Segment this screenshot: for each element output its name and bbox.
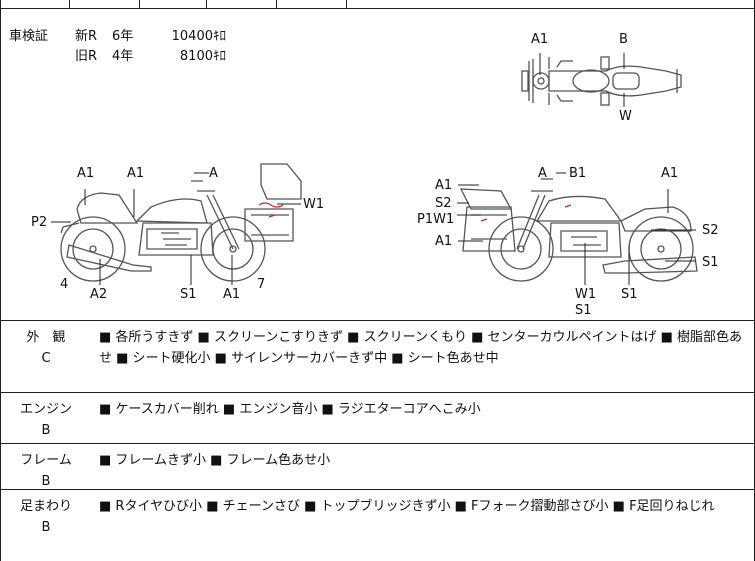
label-top-b: B	[619, 32, 628, 47]
label-left-a2: A2	[90, 287, 107, 302]
label-right-a-top: A	[538, 166, 547, 181]
leader-lines	[51, 53, 696, 285]
shaken-km: 10400ｷﾛ	[171, 29, 226, 44]
column-divider	[346, 0, 347, 8]
condition-grade: B	[41, 423, 51, 438]
top-table-edge	[1, 0, 754, 9]
column-divider	[139, 0, 140, 8]
condition-notes: ■ ケースカバー削れ ■ エンジン音小 ■ ラジエターコアへこみ小	[99, 402, 481, 417]
condition-grade: B	[41, 520, 51, 535]
condition-grade: B	[41, 474, 51, 489]
label-left-7: 7	[257, 277, 265, 292]
shaken-type: 新R	[75, 29, 98, 44]
label-right-a1-right: A1	[661, 166, 678, 181]
label-right-w1: W1	[575, 287, 596, 302]
shaken-type: 旧R	[75, 49, 98, 64]
label-right-p1w1: P1W1	[417, 212, 454, 227]
label-top-a1: A1	[531, 32, 548, 47]
condition-row-engine: エンジン B ■ ケースカバー削れ ■ エンジン音小 ■ ラジエターコアへこみ小	[1, 393, 754, 444]
condition-name: 足まわり	[19, 499, 72, 514]
column-divider	[276, 0, 277, 8]
motorcycle-top-view	[521, 56, 682, 106]
condition-row-suspension: 足まわり B ■ Rタイヤひび小 ■ チェーンさび ■ トップブリッジきず小 ■…	[1, 490, 754, 561]
condition-name: エンジン	[19, 402, 72, 417]
condition-category: フレーム B	[15, 450, 77, 492]
label-right-a1-upper: A1	[435, 178, 452, 193]
label-right-a1-lower: A1	[435, 234, 452, 249]
shaken-years: 6年	[112, 29, 134, 44]
label-left-p2: P2	[31, 215, 47, 230]
condition-name: フレーム	[20, 453, 72, 468]
condition-row-frame: フレーム B ■ フレームきず小 ■ フレーム色あせ小	[1, 444, 754, 490]
shaken-km: 8100ｷﾛ	[179, 49, 226, 64]
condition-row-exterior: 外 観 C ■ 各所うすきず ■ スクリーンこすりきず ■ スクリーンくもり ■…	[1, 321, 754, 393]
condition-notes: ■ フレームきず小 ■ フレーム色あせ小	[99, 453, 331, 468]
label-right-s2-right: S2	[702, 223, 719, 238]
label-right-s2-left: S2	[435, 196, 452, 211]
condition-notes: ■ Rタイヤひび小 ■ チェーンさび ■ トップブリッジきず小 ■ Fフォーク摺…	[99, 499, 715, 514]
motorcycle-right-view	[459, 178, 698, 282]
label-left-a: A	[209, 166, 218, 181]
condition-grade: C	[41, 351, 51, 366]
label-right-s1-right: S1	[702, 255, 719, 270]
diagram-labels: A1 B W A1 A1 A W1 P2 4 A2 S1 A1 7 A B1 A…	[31, 32, 719, 318]
motorcycle-left-view	[60, 163, 302, 282]
label-left-a1-left: A1	[77, 166, 94, 181]
shaken-row-new: 新R 6年 10400ｷﾛ	[75, 27, 226, 47]
label-top-w: W	[619, 109, 632, 124]
label-right-b1: B1	[569, 166, 586, 181]
label-left-a1-center: A1	[127, 166, 144, 181]
condition-name: 外 観	[26, 330, 66, 345]
shaken-years: 4年	[112, 49, 134, 64]
damage-diagram-section: 車検証 新R 6年 10400ｷﾛ 旧R 4年 8100ｷﾛ	[1, 9, 754, 321]
label-left-s1: S1	[180, 287, 197, 302]
condition-category: エンジン B	[15, 399, 77, 441]
condition-category: 足まわり B	[15, 496, 77, 538]
label-left-4: 4	[60, 277, 68, 292]
label-right-s1-mid: S1	[621, 287, 638, 302]
label-right-s1-bottom: S1	[575, 303, 592, 318]
column-divider	[69, 0, 70, 8]
label-left-a1-bottom: A1	[223, 287, 240, 302]
condition-notes: ■ 各所うすきず ■ スクリーンこすりきず ■ スクリーンくもり ■ センターカ…	[99, 330, 743, 366]
column-divider	[206, 0, 207, 8]
motorcycle-diagram: A1 B W A1 A1 A W1 P2 4 A2 S1 A1 7 A B1 A…	[31, 32, 719, 318]
shaken-label: 車検証	[9, 29, 49, 44]
damage-marks	[258, 202, 572, 222]
label-left-w1: W1	[303, 197, 324, 212]
condition-category: 外 観 C	[15, 327, 77, 369]
shaken-row-old: 旧R 4年 8100ｷﾛ	[75, 47, 226, 67]
